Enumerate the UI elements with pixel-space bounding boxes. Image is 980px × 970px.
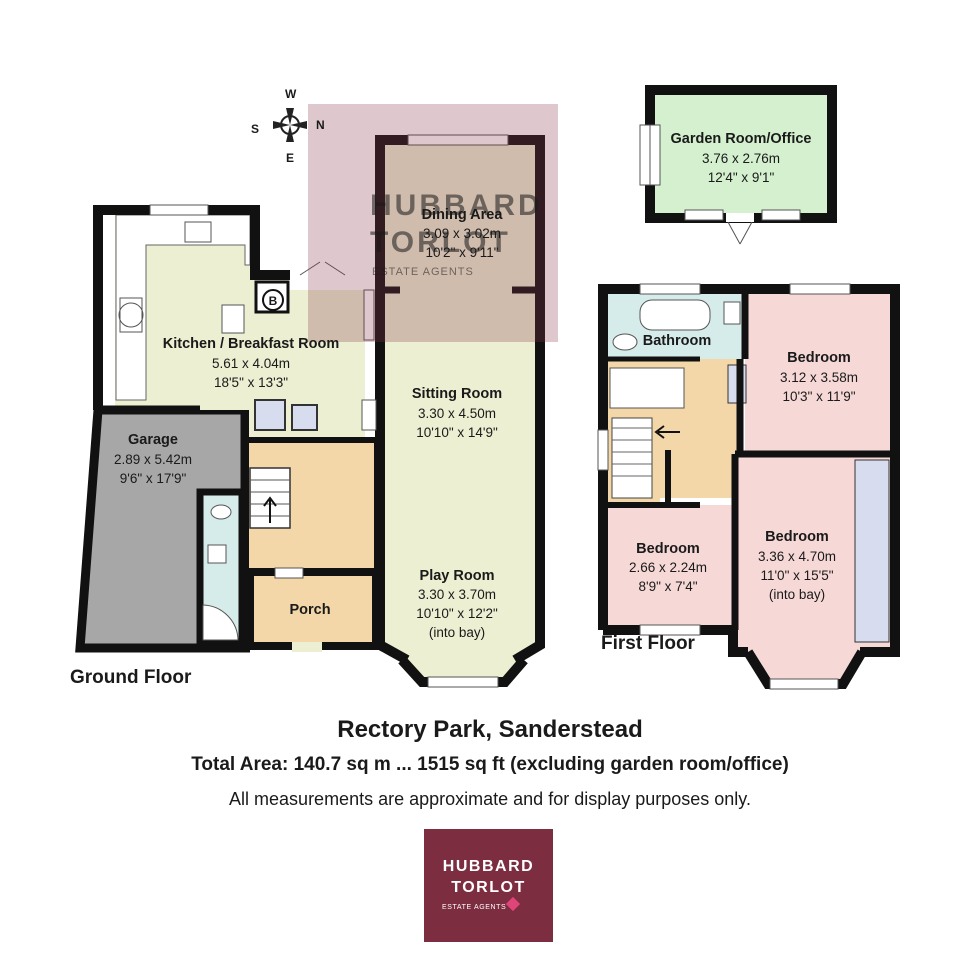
bedroom3-note: (into bay) bbox=[769, 587, 825, 602]
boiler-label: B bbox=[269, 294, 278, 308]
sitting-name: Sitting Room bbox=[412, 386, 502, 402]
floor-plan: B bbox=[75, 85, 900, 690]
ground-floor-label: Ground Floor bbox=[70, 667, 192, 688]
play-note: (into bay) bbox=[429, 625, 485, 640]
bedroom2-imperial: 8'9" x 7'4" bbox=[638, 579, 697, 594]
watermark: HUBBARD TORLOT ESTATE AGENTS bbox=[308, 104, 558, 342]
agency-logo: HUBBARD TORLOT ESTATE AGENTS bbox=[424, 829, 553, 942]
watermark-line1: HUBBARD bbox=[370, 189, 543, 222]
room-labels: Garden Room/Office 3.76 x 2.76m 12'4" x … bbox=[114, 131, 858, 640]
sitting-metric: 3.30 x 4.50m bbox=[418, 406, 496, 421]
garden-room-imperial: 12'4" x 9'1" bbox=[708, 170, 775, 185]
play-metric: 3.30 x 3.70m bbox=[418, 587, 496, 602]
garden-room-metric: 3.76 x 2.76m bbox=[702, 151, 780, 166]
garden-room-name: Garden Room/Office bbox=[671, 131, 812, 147]
bedroom2-metric: 2.66 x 2.24m bbox=[629, 560, 707, 575]
kitchen-name: Kitchen / Breakfast Room bbox=[163, 336, 339, 352]
kitchen-imperial: 18'5" x 13'3" bbox=[214, 375, 288, 390]
dining-metric: 3.09 x 3.02m bbox=[423, 226, 501, 241]
garden-room bbox=[639, 85, 837, 245]
bedroom3-imperial: 11'0" x 15'5" bbox=[760, 568, 833, 583]
play-imperial: 10'10" x 12'2" bbox=[416, 606, 498, 621]
compass-w: W bbox=[285, 87, 297, 101]
bedroom1-name: Bedroom bbox=[787, 350, 851, 366]
play-name: Play Room bbox=[420, 568, 495, 584]
disclaimer: All measurements are approximate and for… bbox=[229, 789, 751, 809]
garage-name: Garage bbox=[128, 432, 178, 448]
dining-name: Dining Area bbox=[422, 207, 504, 223]
total-area: Total Area: 140.7 sq m ... 1515 sq ft (e… bbox=[191, 754, 789, 775]
ground-floor: B bbox=[75, 134, 545, 688]
compass-rose: W N S E bbox=[251, 87, 325, 165]
logo-cube-icon bbox=[505, 896, 521, 912]
watermark-line3: ESTATE AGENTS bbox=[372, 266, 474, 278]
bedroom2-name: Bedroom bbox=[636, 541, 700, 557]
bedroom1-metric: 3.12 x 3.58m bbox=[780, 370, 858, 385]
sitting-imperial: 10'10" x 14'9" bbox=[416, 425, 498, 440]
garage-metric: 2.89 x 5.42m bbox=[114, 452, 192, 467]
property-title: Rectory Park, Sanderstead bbox=[337, 716, 643, 743]
first-floor bbox=[597, 283, 900, 690]
compass-e: E bbox=[286, 151, 294, 165]
bathroom-name: Bathroom bbox=[643, 333, 711, 349]
dining-imperial: 10'2" x 9'11" bbox=[425, 245, 498, 260]
logo-line2: TORLOT bbox=[451, 879, 526, 896]
bedroom3-metric: 3.36 x 4.70m bbox=[758, 549, 836, 564]
compass-n: N bbox=[316, 118, 325, 132]
watermark-line2: TORLOT bbox=[370, 226, 511, 259]
compass-s: S bbox=[251, 122, 259, 136]
first-floor-label: First Floor bbox=[601, 633, 695, 654]
kitchen-metric: 5.61 x 4.04m bbox=[212, 356, 290, 371]
logo-line1: HUBBARD bbox=[442, 858, 535, 875]
porch-name: Porch bbox=[289, 602, 330, 618]
logo-line3: ESTATE AGENTS bbox=[442, 904, 507, 911]
garage-imperial: 9'6" x 17'9" bbox=[120, 471, 187, 486]
bedroom3-name: Bedroom bbox=[765, 529, 829, 545]
bedroom1-imperial: 10'3" x 11'9" bbox=[782, 389, 855, 404]
